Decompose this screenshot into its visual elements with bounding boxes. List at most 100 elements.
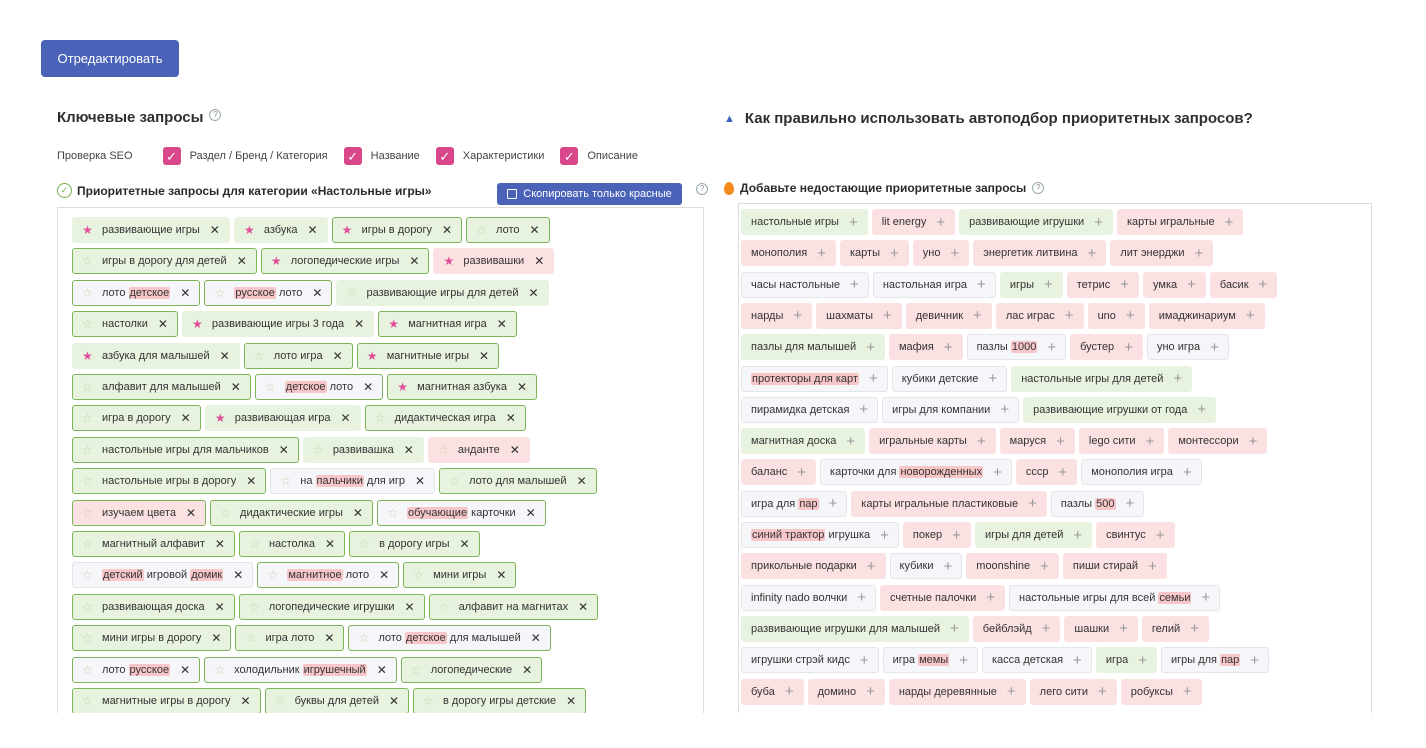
star-icon[interactable]: ☆ xyxy=(374,411,386,426)
query-tag[interactable]: ★игры в дорогу✕ xyxy=(331,217,463,243)
remove-icon[interactable]: ✕ xyxy=(522,662,533,677)
query-tag[interactable]: пазлы 500+ xyxy=(1050,490,1145,517)
add-icon[interactable]: + xyxy=(1124,338,1133,356)
query-tag[interactable]: ★развивающие игры 3 года✕ xyxy=(181,311,375,338)
add-icon[interactable]: + xyxy=(890,244,899,262)
remove-icon[interactable]: ✕ xyxy=(441,223,453,237)
query-tag[interactable]: настольные игры+ xyxy=(741,209,868,235)
remove-icon[interactable]: ✕ xyxy=(246,474,257,489)
query-tag[interactable]: ★магнитные игры✕ xyxy=(356,342,500,369)
query-tag[interactable]: мафия+ xyxy=(888,334,963,361)
query-tag[interactable]: игры для детей+ xyxy=(974,522,1093,548)
add-icon[interactable]: + xyxy=(1148,557,1157,575)
query-tag[interactable]: ☆магнитный алфавит✕ xyxy=(72,531,235,557)
query-tag[interactable]: игральные карты+ xyxy=(869,428,996,455)
query-tag[interactable]: карты игральные пластиковые+ xyxy=(851,490,1047,517)
add-icon[interactable]: + xyxy=(1155,526,1165,544)
add-icon[interactable]: + xyxy=(1190,620,1199,638)
query-tag[interactable]: ☆дидактическая игра✕ xyxy=(364,405,526,432)
remove-icon[interactable]: ✕ xyxy=(233,568,244,583)
query-tag[interactable]: ☆развивашка✕ xyxy=(302,436,424,463)
help-icon[interactable]: ? xyxy=(696,183,708,195)
remove-icon[interactable]: ✕ xyxy=(530,631,541,646)
query-tag[interactable]: игры для компании+ xyxy=(882,396,1020,423)
query-tag[interactable]: синий трактор игрушка+ xyxy=(741,522,899,548)
remove-icon[interactable]: ✕ xyxy=(578,599,589,614)
query-tag[interactable]: ★развивающие игры✕ xyxy=(72,217,230,243)
copy-red-button[interactable]: Скопировать только красные xyxy=(497,183,682,205)
query-tag[interactable]: имаджинариум+ xyxy=(1148,302,1265,329)
add-icon[interactable]: + xyxy=(1047,338,1057,356)
query-tag[interactable]: пиши стирай+ xyxy=(1062,553,1167,580)
star-icon[interactable]: ☆ xyxy=(437,442,449,457)
star-icon[interactable]: ★ xyxy=(192,317,203,332)
remove-icon[interactable]: ✕ xyxy=(236,254,247,269)
star-icon[interactable]: ☆ xyxy=(438,599,450,614)
star-icon[interactable]: ☆ xyxy=(358,631,370,646)
star-icon[interactable]: ☆ xyxy=(82,442,93,457)
star-icon[interactable]: ☆ xyxy=(264,380,276,394)
star-icon[interactable]: ☆ xyxy=(220,505,231,520)
add-icon[interactable]: + xyxy=(952,526,961,544)
remove-icon[interactable]: ✕ xyxy=(529,223,540,237)
query-tag[interactable]: шахматы+ xyxy=(816,302,902,329)
query-tag[interactable]: кубики детские+ xyxy=(891,365,1008,392)
query-tag[interactable]: ☆в дорогу игры✕ xyxy=(349,531,480,557)
remove-icon[interactable]: ✕ xyxy=(157,317,168,332)
query-tag[interactable]: ★азбука✕ xyxy=(233,217,328,243)
query-tag[interactable]: настольные игры для детей+ xyxy=(1011,365,1193,392)
query-tag[interactable]: ★магнитная игра✕ xyxy=(378,311,517,338)
query-tag[interactable]: касса детская+ xyxy=(981,647,1092,674)
help-icon[interactable]: ? xyxy=(209,109,222,121)
star-icon[interactable]: ☆ xyxy=(82,411,93,426)
star-icon[interactable]: ☆ xyxy=(82,662,93,677)
add-icon[interactable]: + xyxy=(1182,463,1192,481)
add-icon[interactable]: + xyxy=(882,307,892,325)
remove-icon[interactable]: ✕ xyxy=(211,631,222,646)
add-icon[interactable]: + xyxy=(1097,683,1107,700)
howto-title-text[interactable]: Как правильно использовать автоподбор пр… xyxy=(744,110,1253,127)
help-icon[interactable]: ? xyxy=(1032,182,1045,194)
seo-check-section[interactable]: ✓Раздел / Бренд / Категория xyxy=(162,147,328,165)
query-tag[interactable]: ☆дидактические игры✕ xyxy=(210,499,373,526)
query-tag[interactable]: умка+ xyxy=(1143,271,1206,298)
add-icon[interactable]: + xyxy=(857,589,866,607)
star-icon[interactable]: ★ xyxy=(443,254,455,269)
query-tag[interactable]: uno+ xyxy=(1087,302,1145,329)
remove-icon[interactable]: ✕ xyxy=(240,694,251,708)
query-tag[interactable]: бустер+ xyxy=(1070,334,1143,361)
query-tag[interactable]: развивающие игрушки для малышей+ xyxy=(741,615,969,642)
query-tag[interactable]: ☆настольные игры для мальчиков✕ xyxy=(72,436,299,463)
query-tag[interactable]: пазлы для малышей+ xyxy=(741,334,885,361)
add-icon[interactable]: + xyxy=(1087,244,1097,262)
remove-icon[interactable]: ✕ xyxy=(388,694,400,708)
query-tag[interactable]: ☆буквы для детей✕ xyxy=(264,688,410,713)
add-icon[interactable]: + xyxy=(866,557,876,575)
query-tag[interactable]: ☆лото русское✕ xyxy=(72,656,201,683)
remove-icon[interactable]: ✕ xyxy=(403,442,414,457)
star-icon[interactable]: ★ xyxy=(270,254,282,269)
star-icon[interactable]: ☆ xyxy=(248,599,260,614)
add-icon[interactable]: + xyxy=(943,557,953,575)
remove-icon[interactable]: ✕ xyxy=(325,537,336,551)
query-tag[interactable]: ☆детское лото✕ xyxy=(254,374,384,400)
add-icon[interactable]: + xyxy=(959,651,968,669)
add-icon[interactable]: + xyxy=(1041,620,1051,638)
seo-check-name[interactable]: ✓Название xyxy=(343,147,420,165)
priority-queries-list[interactable]: ★развивающие игры✕★азбука✕★игры в дорогу… xyxy=(57,207,704,713)
check-icon[interactable]: ✓ xyxy=(560,147,579,165)
query-tag[interactable]: гелий+ xyxy=(1141,615,1209,642)
query-tag[interactable]: энергетик литвина+ xyxy=(973,240,1107,267)
remove-icon[interactable]: ✕ xyxy=(404,599,415,614)
add-icon[interactable]: + xyxy=(868,370,878,387)
star-icon[interactable]: ☆ xyxy=(82,537,93,551)
star-icon[interactable]: ★ xyxy=(366,348,378,363)
remove-icon[interactable]: ✕ xyxy=(576,474,587,489)
query-tag[interactable]: ☆развивающая доска✕ xyxy=(72,593,235,620)
query-tag[interactable]: уно игра+ xyxy=(1146,334,1229,361)
star-icon[interactable]: ☆ xyxy=(245,631,257,646)
add-icon[interactable]: + xyxy=(950,620,959,638)
query-tag[interactable]: ☆холодильник игрушечный✕ xyxy=(204,656,397,683)
star-icon[interactable]: ☆ xyxy=(387,505,398,520)
query-tag[interactable]: карты игральные+ xyxy=(1116,209,1244,235)
